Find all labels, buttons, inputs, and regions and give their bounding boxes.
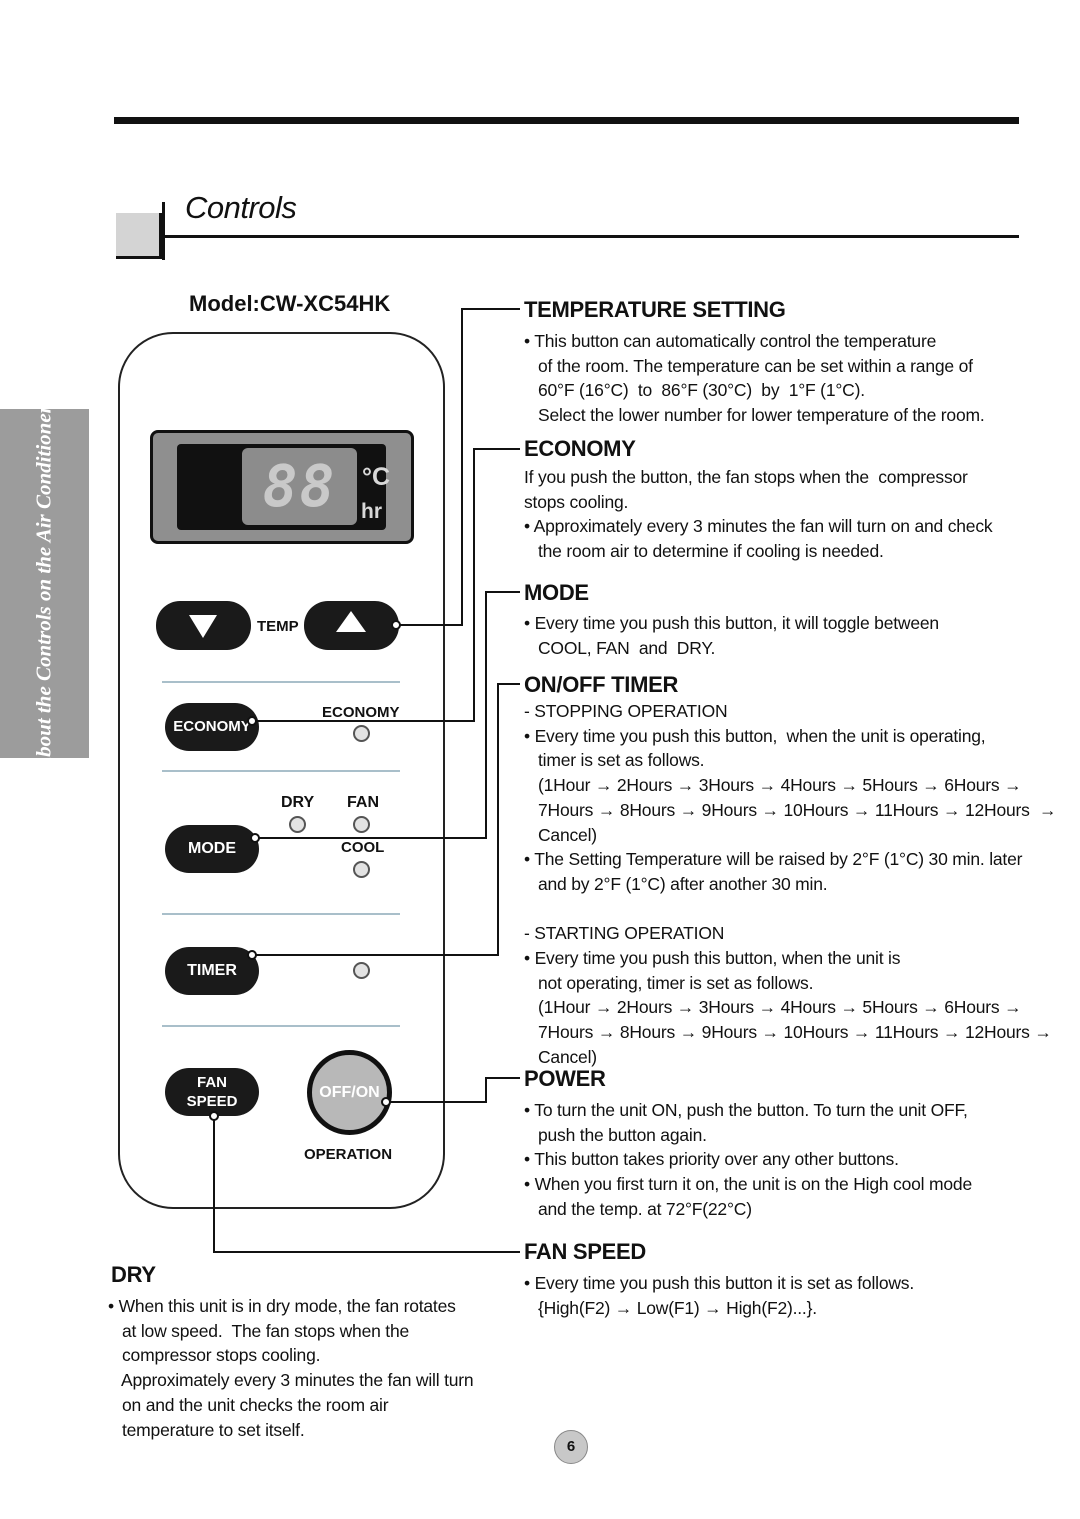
triangle-down-icon [189, 615, 217, 638]
cool-indicator-label: COOL [341, 839, 385, 856]
triangle-up-icon [336, 611, 366, 632]
fan-speed-button-line2: SPEED [186, 1093, 238, 1110]
off-on-button-dot [381, 1097, 391, 1107]
power-leader-line [388, 1077, 520, 1103]
temp-label: TEMP [257, 618, 299, 635]
divider [162, 681, 400, 683]
fan-indicator-label: FAN [347, 794, 379, 811]
timer-leader-line [253, 683, 520, 956]
model-name: Model:CW-XC54HK [189, 291, 391, 316]
page-title: Controls [185, 190, 297, 225]
fan-led [353, 816, 370, 833]
title-rule [162, 235, 1019, 238]
economy-button-dot [247, 716, 257, 726]
operation-label: OPERATION [304, 1146, 393, 1163]
fan-speed-leader-line [213, 1116, 520, 1253]
fan-speed-button[interactable]: FAN SPEED [165, 1068, 259, 1116]
title-rule-vertical [162, 202, 165, 260]
off-on-button-label: OFF/ON [319, 1083, 380, 1101]
timer-heading: ON/OFF TIMER [524, 672, 679, 697]
mode-button[interactable]: MODE [165, 825, 259, 873]
cool-led [353, 861, 370, 878]
power-text: • To turn the unit ON, push the button. … [524, 1100, 972, 1219]
temperature-heading: TEMPERATURE SETTING [524, 297, 786, 322]
title-marker-box [116, 213, 162, 259]
economy-led [353, 725, 370, 742]
timer-button-dot [247, 950, 257, 960]
lcd-unit-hour: hr [361, 500, 382, 523]
temperature-text: • This button can automatically control … [524, 331, 985, 426]
dry-text: • When this unit is in dry mode, the fan… [108, 1296, 474, 1440]
economy-button[interactable]: ECONOMY [165, 703, 259, 751]
divider [162, 1025, 400, 1027]
power-heading: POWER [524, 1066, 606, 1091]
timer-button[interactable]: TIMER [165, 947, 259, 995]
economy-leader-line [253, 448, 520, 722]
lcd-digits: 88 [242, 448, 357, 525]
divider [162, 913, 400, 915]
top-rule [114, 117, 1019, 124]
timer-text: - STOPPING OPERATION • Every time you pu… [524, 701, 1057, 1067]
dry-led [289, 816, 306, 833]
divider [162, 770, 400, 772]
economy-indicator-label: ECONOMY [322, 704, 400, 721]
temp-up-button[interactable] [304, 601, 399, 650]
lcd-unit-celsius: °C [362, 463, 391, 491]
fan-speed-button-line1: FAN [197, 1074, 227, 1091]
off-on-button[interactable]: OFF/ON [307, 1050, 392, 1135]
mode-text: • Every time you push this button, it wi… [524, 613, 939, 658]
mode-heading: MODE [524, 580, 589, 605]
fan-speed-heading: FAN SPEED [524, 1239, 646, 1264]
page-number: 6 [554, 1430, 588, 1464]
dry-heading: DRY [111, 1262, 156, 1287]
temp-up-button-dot [391, 620, 401, 630]
timer-led [353, 962, 370, 979]
side-tab [0, 409, 89, 758]
dry-indicator-label: DRY [281, 794, 315, 811]
economy-heading: ECONOMY [524, 436, 636, 461]
temp-down-button[interactable] [156, 601, 251, 650]
economy-text: If you push the button, the fan stops wh… [524, 467, 993, 562]
mode-button-dot [250, 833, 260, 843]
fan-speed-button-dot [209, 1111, 219, 1121]
temperature-leader-line [398, 308, 520, 626]
fan-speed-text: • Every time you push this button it is … [524, 1273, 915, 1318]
mode-leader-line [257, 591, 520, 839]
